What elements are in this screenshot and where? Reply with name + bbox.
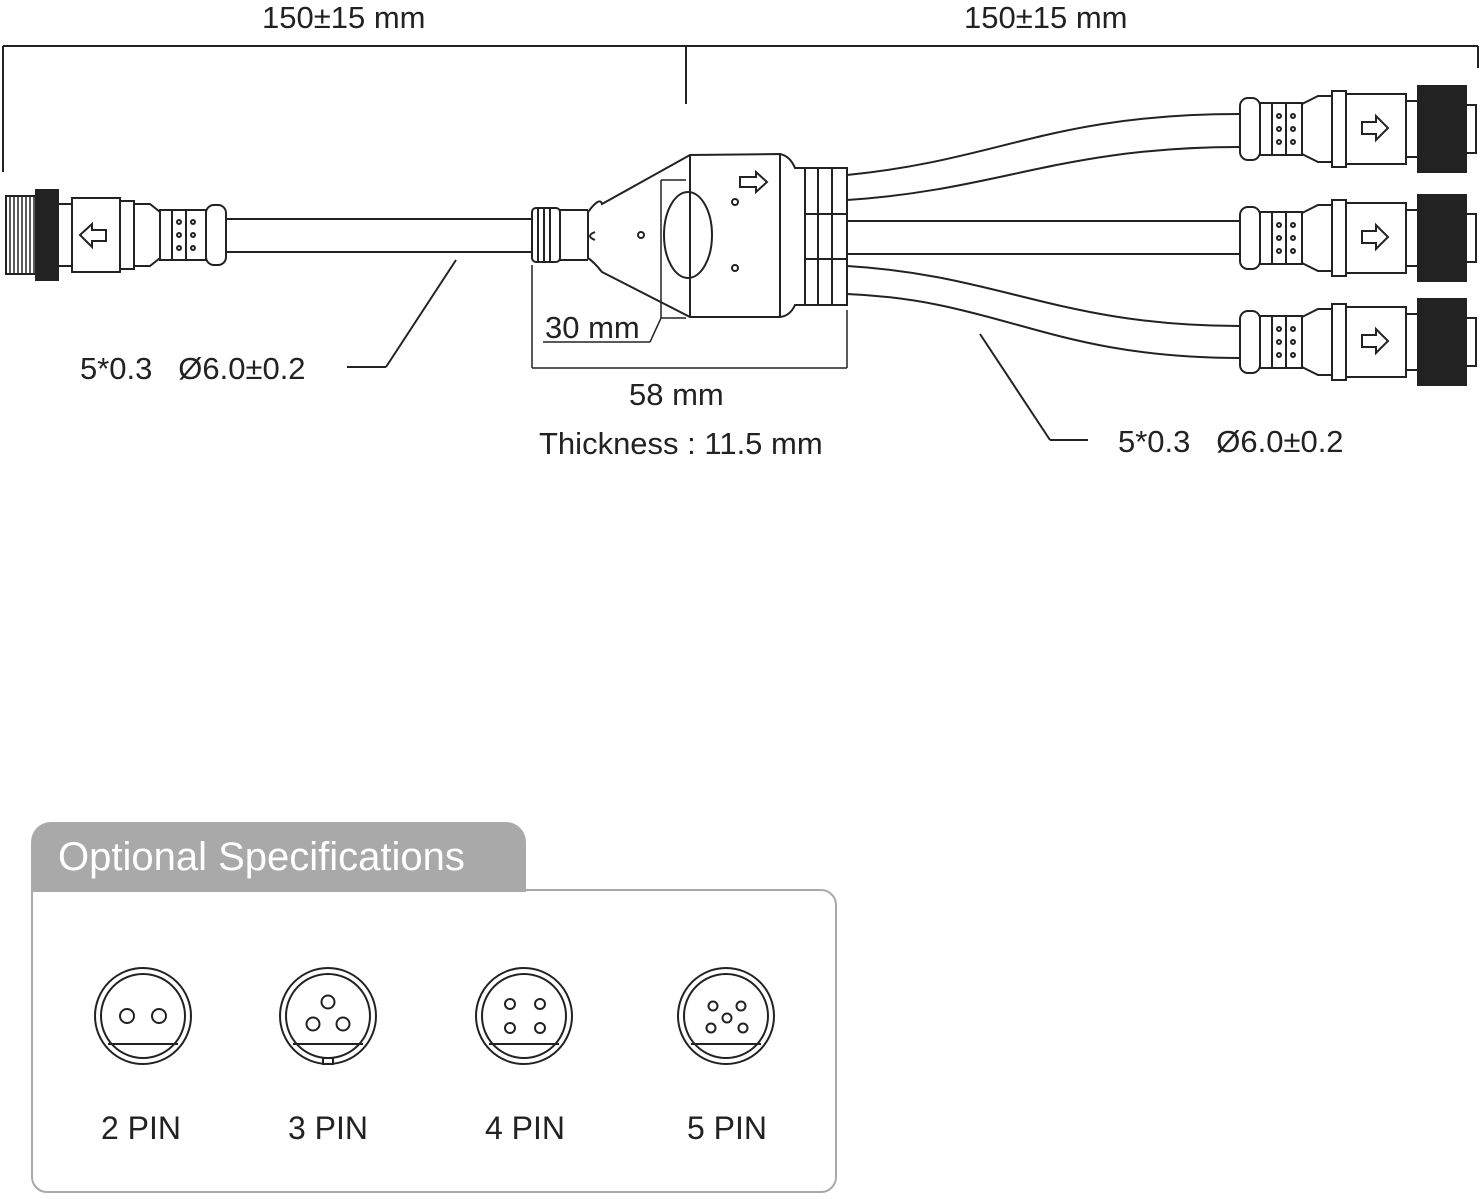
splitter-width-label: 58 mm [629,377,724,412]
output-cable-spec: 5*0.3 Ø6.0±0.2 [1118,424,1344,459]
input-cable-spec: 5*0.3 Ø6.0±0.2 [80,351,306,386]
pin-2-label: 2 PIN [100,1110,182,1146]
pin-4-label: 4 PIN [484,1110,566,1146]
splitter-body [531,152,848,369]
pin-2-icon [94,967,192,1065]
thickness-label: Thickness : 11.5 mm [539,426,823,461]
spec-panel-tab [31,822,526,892]
output-connector-3 [1239,298,1477,386]
splitter-height-label: 30 mm [545,310,640,345]
input-connector [5,189,227,281]
pin-4-icon [475,967,573,1065]
output-cables [846,113,1241,441]
pin-5-label: 5 PIN [686,1110,768,1146]
left-length-label: 150±15 mm [262,0,426,35]
length-dimension-lines [2,45,1479,172]
pin-3-icon [279,967,377,1065]
input-cable [226,218,532,368]
right-length-label: 150±15 mm [964,0,1128,35]
output-connector-1 [1239,85,1477,173]
output-connector-2 [1239,194,1477,282]
pin-3-label: 3 PIN [287,1110,369,1146]
spec-panel-title: Optional Specifications [58,835,465,879]
pin-5-icon [677,967,775,1065]
spec-panel [31,889,837,1193]
